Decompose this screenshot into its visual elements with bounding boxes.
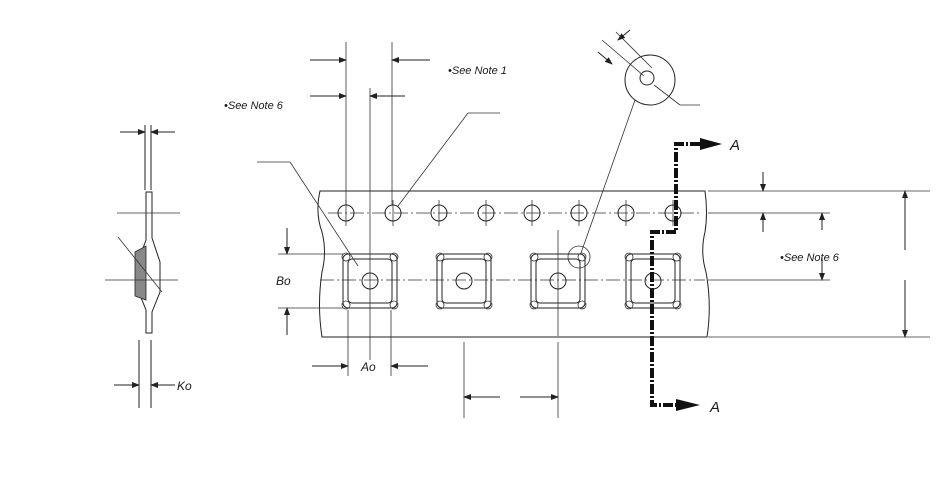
see-note-1-label: •See Note 1 xyxy=(448,65,507,77)
section-a-bottom-label: A xyxy=(709,399,720,416)
see-note-6-right-label: •See Note 6 xyxy=(780,252,840,264)
detail-view xyxy=(580,29,700,254)
ko-label: Ko xyxy=(177,379,192,393)
bo-label: Bo xyxy=(276,274,291,288)
bo-dimension xyxy=(278,228,343,335)
detail-callout-circle xyxy=(567,245,591,269)
ao-label: Ao xyxy=(360,360,376,374)
right-dimension-lines xyxy=(708,172,930,338)
see-note-6-top-label: •See Note 6 xyxy=(224,100,284,112)
section-a-top-label: A xyxy=(729,137,740,154)
section-line-a-a xyxy=(650,138,722,411)
tape-side-profile xyxy=(105,125,180,408)
pocket-pitch-dimension xyxy=(463,230,559,418)
tape-strip-outline xyxy=(317,190,710,338)
component-pocket-2 xyxy=(435,252,493,310)
top-dimension-lines xyxy=(257,42,500,360)
ao-dimension xyxy=(312,310,428,376)
